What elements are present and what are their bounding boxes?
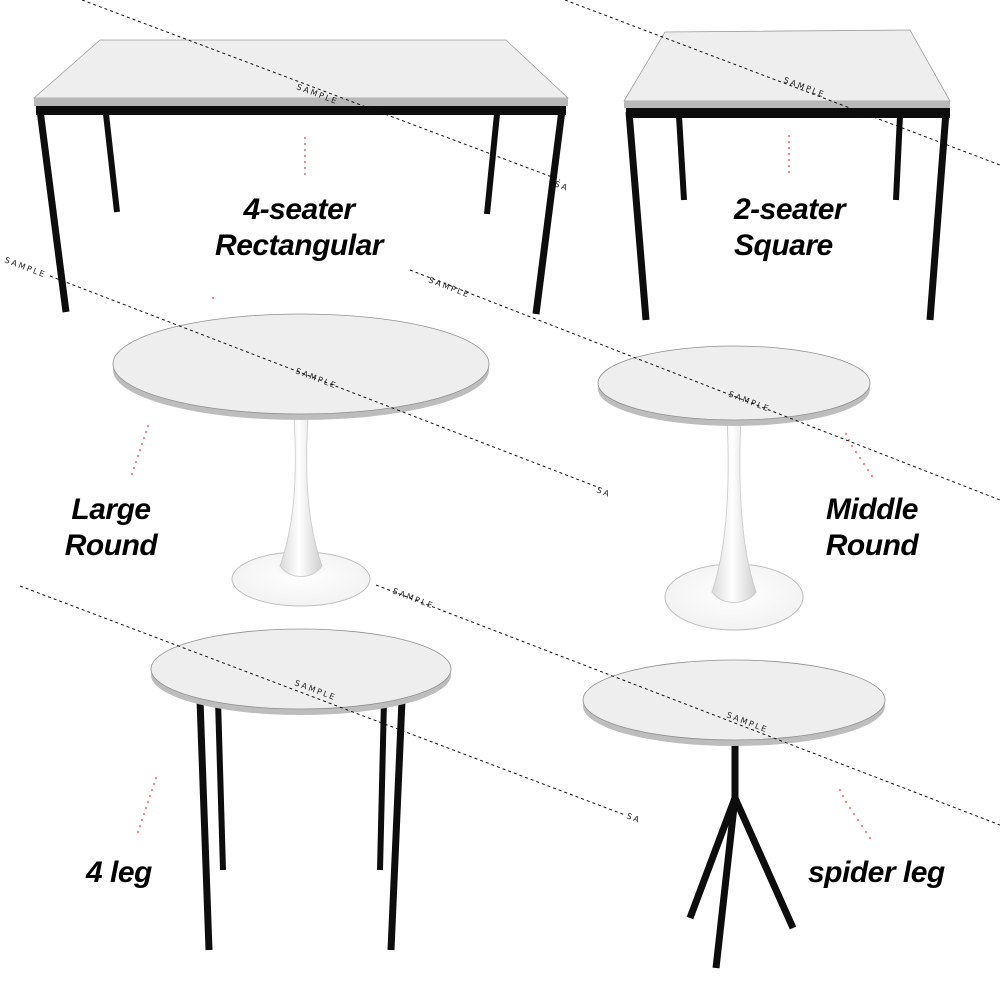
table-label-rectangular: 4-seater Rectangular (214, 192, 384, 264)
table-label-square: 2-seater Square (734, 192, 846, 264)
spider-leg-table-marker (839, 789, 871, 839)
spider-leg-table-illustration (582, 659, 886, 969)
four-leg-table-illustration (137, 628, 452, 951)
watermark-label: SAMPLE (427, 275, 471, 299)
table-label-line: Square (734, 229, 833, 262)
square-table-illustration (623, 29, 951, 321)
middle-round-table-marker (845, 433, 873, 477)
table-label-line: Round (64, 529, 158, 562)
table-label-line: Round (825, 529, 919, 562)
middle-round-table-illustration (597, 345, 873, 631)
watermark-label: SAMPLE (3, 255, 47, 279)
watermark-fragment: SA (625, 811, 642, 825)
table-label-four-leg: 4 leg (86, 855, 152, 891)
watermark-label: SAMPLE (391, 586, 435, 610)
table-label-line: 4-seater (243, 193, 355, 226)
table-label-line: Middle (826, 493, 919, 526)
table-label-line: 2-seater (734, 193, 846, 226)
four-leg-table-marker (137, 777, 157, 833)
large-round-table-illustration (112, 313, 490, 607)
table-label-middle-round: Middle Round (820, 492, 924, 564)
table-label-spider-leg: spider leg (808, 855, 945, 891)
table-label-line: Large (71, 493, 151, 526)
watermark-fragment: SA (595, 485, 612, 499)
table-label-line: 4 leg (86, 856, 152, 889)
watermark-fragment: SA (553, 179, 570, 193)
square-table-marker (788, 135, 790, 173)
rectangular-table-marker (212, 137, 306, 299)
table-label-large-round: Large Round (62, 492, 160, 564)
table-label-line: Rectangular (215, 229, 383, 262)
rectangular-table-illustration (32, 39, 570, 315)
table-label-line: spider leg (808, 856, 945, 889)
large-round-table-marker (131, 425, 149, 475)
